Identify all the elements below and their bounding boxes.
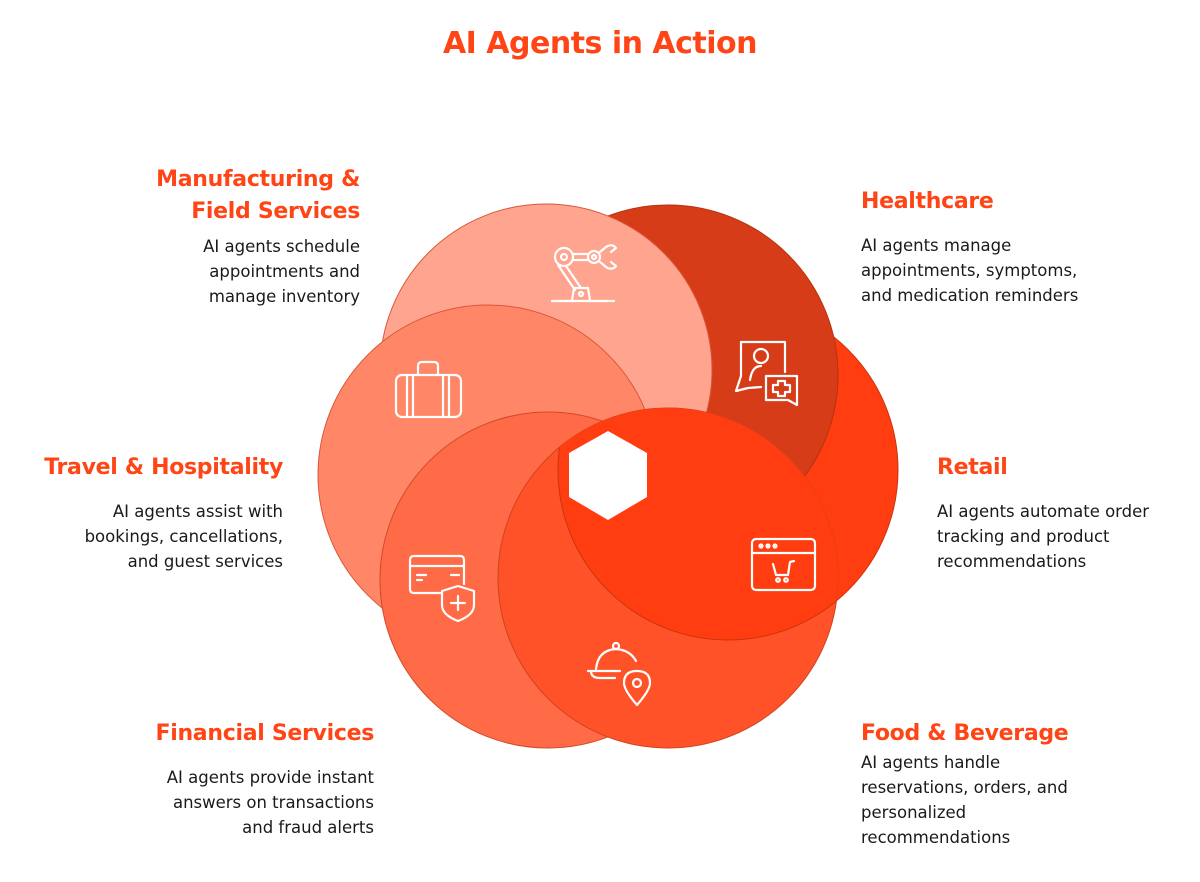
online-shopping-cart-icon [750, 537, 817, 592]
patient-medical-chat-icon [734, 340, 799, 407]
suitcase-icon [394, 360, 463, 419]
segment-description: and medication reminders [861, 286, 1079, 305]
page-title: AI Agents in Action [442, 26, 758, 61]
segment-title: Retail [937, 455, 1008, 480]
segment-title: Manufacturing & [156, 167, 360, 192]
segment-retail: Retail AI agents automate order tracking… [937, 452, 1200, 574]
robot-arm-icon [550, 244, 618, 303]
segment-description: tracking and product [937, 527, 1110, 546]
segment-food: Food & Beverage AI agents handle reserva… [861, 718, 1181, 850]
food-cloche-location-icon [586, 641, 652, 707]
segment-description: recommendations [937, 552, 1087, 571]
center-hexagon [569, 431, 647, 520]
segment-description: AI agents automate order [937, 502, 1150, 521]
segment-description: reservations, orders, and [861, 778, 1068, 797]
segment-description: personalized [861, 803, 967, 822]
segment-manufacturing: Manufacturing & Field Services AI agents… [40, 164, 360, 309]
segment-description: AI agents assist with [112, 502, 283, 521]
segment-description: bookings, cancellations, [84, 527, 283, 546]
segment-description: AI agents handle [861, 753, 1001, 772]
segment-description: AI agents schedule [203, 237, 360, 256]
segment-title: Travel & Hospitality [44, 455, 283, 480]
segment-description: appointments, symptoms, [861, 261, 1078, 280]
segment-description: and fraud alerts [242, 818, 374, 837]
segment-title: Field Services [191, 199, 360, 224]
segment-description: recommendations [861, 828, 1011, 847]
segment-description: manage inventory [208, 287, 360, 306]
segment-title: Financial Services [155, 721, 374, 746]
segment-travel: Travel & Hospitality AI agents assist wi… [0, 452, 283, 574]
segment-healthcare: Healthcare AI agents manage appointments… [861, 186, 1181, 308]
segment-title: Food & Beverage [861, 721, 1069, 746]
segment-description: AI agents manage [861, 236, 1012, 255]
credit-card-shield-icon [408, 554, 476, 623]
segment-description: and guest services [127, 552, 283, 571]
segment-title: Healthcare [861, 189, 994, 214]
segment-description: answers on transactions [172, 793, 374, 812]
segment-financial: Financial Services AI agents provide ins… [54, 718, 374, 840]
segment-description: appointments and [209, 262, 360, 281]
segment-description: AI agents provide instant [166, 768, 374, 787]
